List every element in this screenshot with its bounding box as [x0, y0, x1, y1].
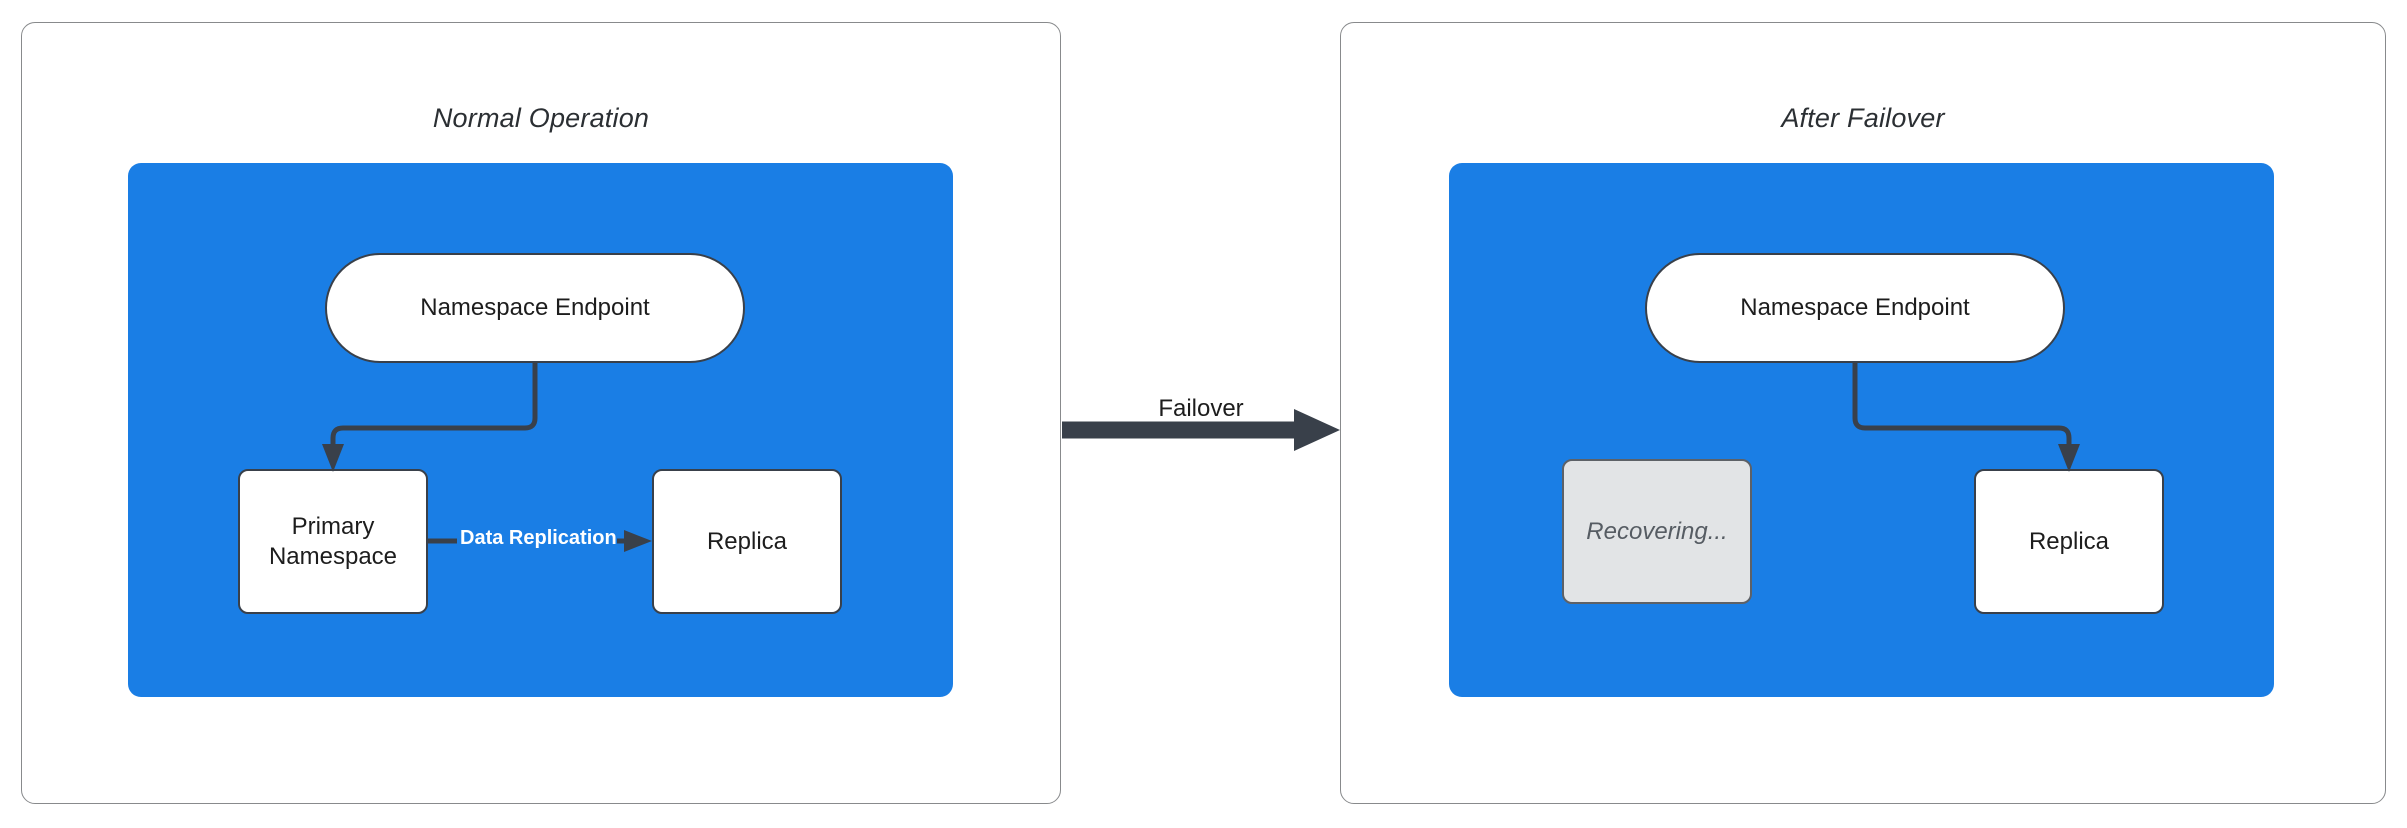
node-replica-right[interactable]: Replica: [1974, 469, 2164, 614]
node-label-recovering: Recovering...: [1586, 517, 1728, 545]
blue-region-after-failover: [1449, 163, 2274, 697]
node-label-primary-namespace-line1: Primary: [291, 512, 375, 540]
panel-title-after-failover: After Failover: [1781, 103, 1945, 133]
node-primary-namespace[interactable]: Primary Namespace: [238, 469, 428, 614]
panel-title-normal-operation: Normal Operation: [432, 103, 650, 133]
node-label-namespace-endpoint-left: Namespace Endpoint: [420, 294, 650, 321]
node-label-replica-left: Replica: [706, 527, 788, 555]
node-label-replica-right: Replica: [2028, 527, 2110, 555]
blue-region-normal-operation: [128, 163, 953, 697]
node-label-primary-namespace-line2: Namespace: [268, 542, 398, 570]
node-replica-left[interactable]: Replica: [652, 469, 842, 614]
node-namespace-endpoint-right[interactable]: Namespace Endpoint: [1645, 253, 2065, 363]
node-label-namespace-endpoint-right: Namespace Endpoint: [1740, 294, 1970, 321]
edge-label-data-replication: Data Replication: [460, 527, 617, 549]
edge-label-failover: Failover: [1158, 395, 1244, 422]
node-label-primary-namespace: Primary Namespace: [269, 512, 397, 572]
node-namespace-endpoint-left[interactable]: Namespace Endpoint: [325, 253, 745, 363]
node-recovering[interactable]: Recovering...: [1562, 459, 1752, 604]
